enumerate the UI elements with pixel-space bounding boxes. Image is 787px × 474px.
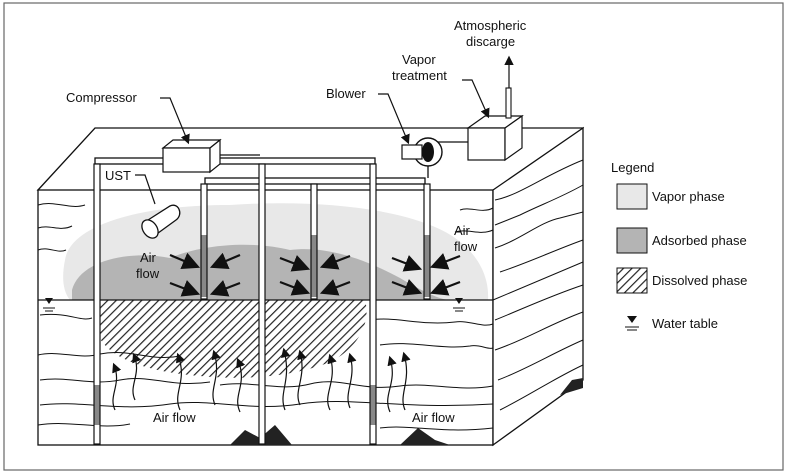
bedrock-mark-2	[400, 428, 450, 445]
wells	[93, 163, 431, 445]
water-table-symbol-right	[453, 298, 465, 312]
air-flow-right-label-1: Air	[454, 223, 471, 238]
legend-label-adsorbed: Adsorbed phase	[652, 233, 747, 248]
atmospheric-label-2: discarge	[466, 34, 515, 49]
legend-swatch-dissolved	[616, 267, 648, 294]
legend-label-vapor: Vapor phase	[652, 189, 725, 204]
image-frame	[3, 2, 784, 471]
compressor-label: Compressor	[66, 90, 137, 105]
blower-unit	[401, 137, 443, 167]
vapor-treatment-unit	[466, 87, 524, 162]
upward-airflow	[112, 347, 411, 413]
atmospheric-label-1: Atmospheric	[454, 18, 527, 33]
legend-swatch-vapor	[616, 183, 648, 210]
legend-label-water-table: Water table	[652, 316, 718, 331]
air-flow-left-label-1: Air	[140, 250, 157, 265]
ust-tank	[141, 204, 181, 239]
air-flow-bottom-left-label: Air flow	[153, 410, 196, 425]
bedrock-mark-3	[560, 378, 583, 395]
legend-swatch-adsorbed	[616, 227, 648, 254]
compressor-unit	[161, 138, 222, 174]
water-table-symbol-left	[43, 298, 55, 312]
legend-label-dissolved: Dissolved phase	[652, 273, 747, 288]
legend-water-table-icon	[625, 316, 639, 331]
legend: Legend Vapor phase Adsorbed phase Dissol…	[611, 160, 747, 331]
blower-label: Blower	[326, 86, 366, 101]
vapor-treatment-label-1: Vapor	[402, 52, 436, 67]
side-strata	[494, 159, 584, 411]
vapor-treatment-label-2: treatment	[392, 68, 447, 83]
air-flow-left-label-2: flow	[136, 266, 160, 281]
bedrock-mark	[230, 425, 292, 445]
air-flow-right-label-2: flow	[454, 239, 478, 254]
air-flow-bottom-right-label: Air flow	[412, 410, 455, 425]
airflow-arrows	[169, 252, 461, 297]
leader-lines	[135, 55, 514, 205]
ust-label: UST	[105, 168, 131, 183]
water-table-side-line	[492, 261, 584, 301]
legend-title: Legend	[611, 160, 654, 175]
